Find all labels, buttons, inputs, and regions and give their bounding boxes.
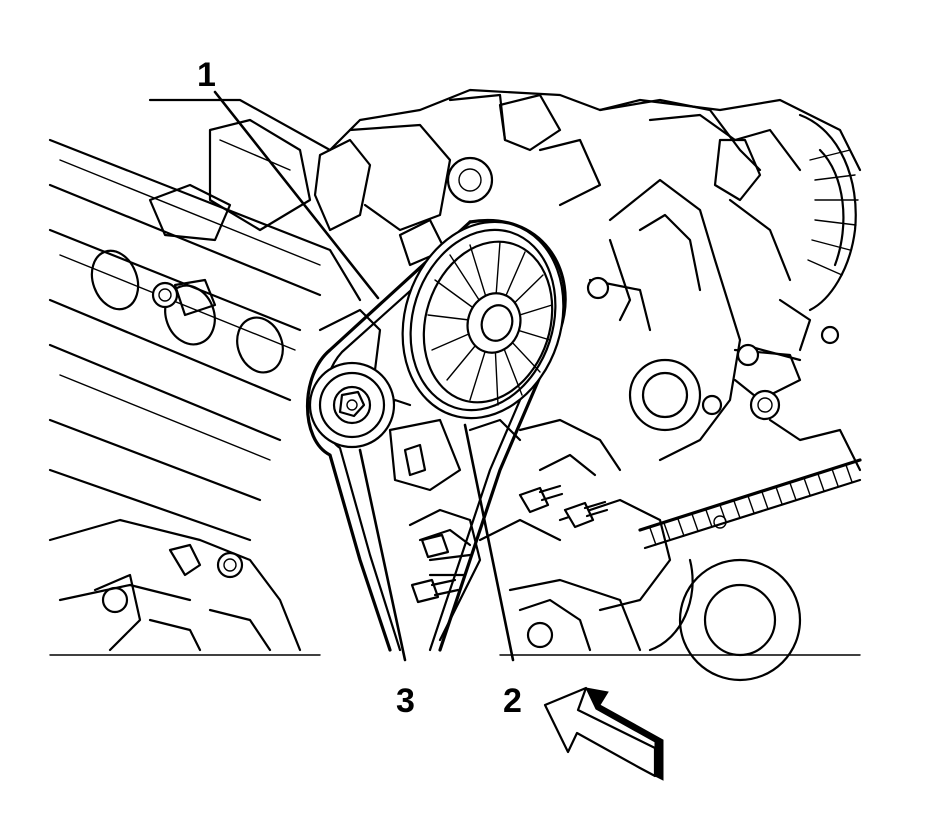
- callout-3: 3: [396, 682, 415, 720]
- leader-1: [213, 90, 380, 300]
- view-direction-arrow-icon: [543, 686, 664, 781]
- callout-leaders: [213, 90, 515, 662]
- callout-1: 1: [197, 56, 216, 94]
- leader-2: [463, 423, 515, 662]
- drive-pulley: [401, 220, 565, 420]
- leader-3: [358, 448, 407, 662]
- crank-bolts: [410, 484, 609, 604]
- idler-pulley: [308, 361, 396, 449]
- engine-block-linework: [48, 88, 862, 682]
- callout-2: 2: [503, 682, 522, 720]
